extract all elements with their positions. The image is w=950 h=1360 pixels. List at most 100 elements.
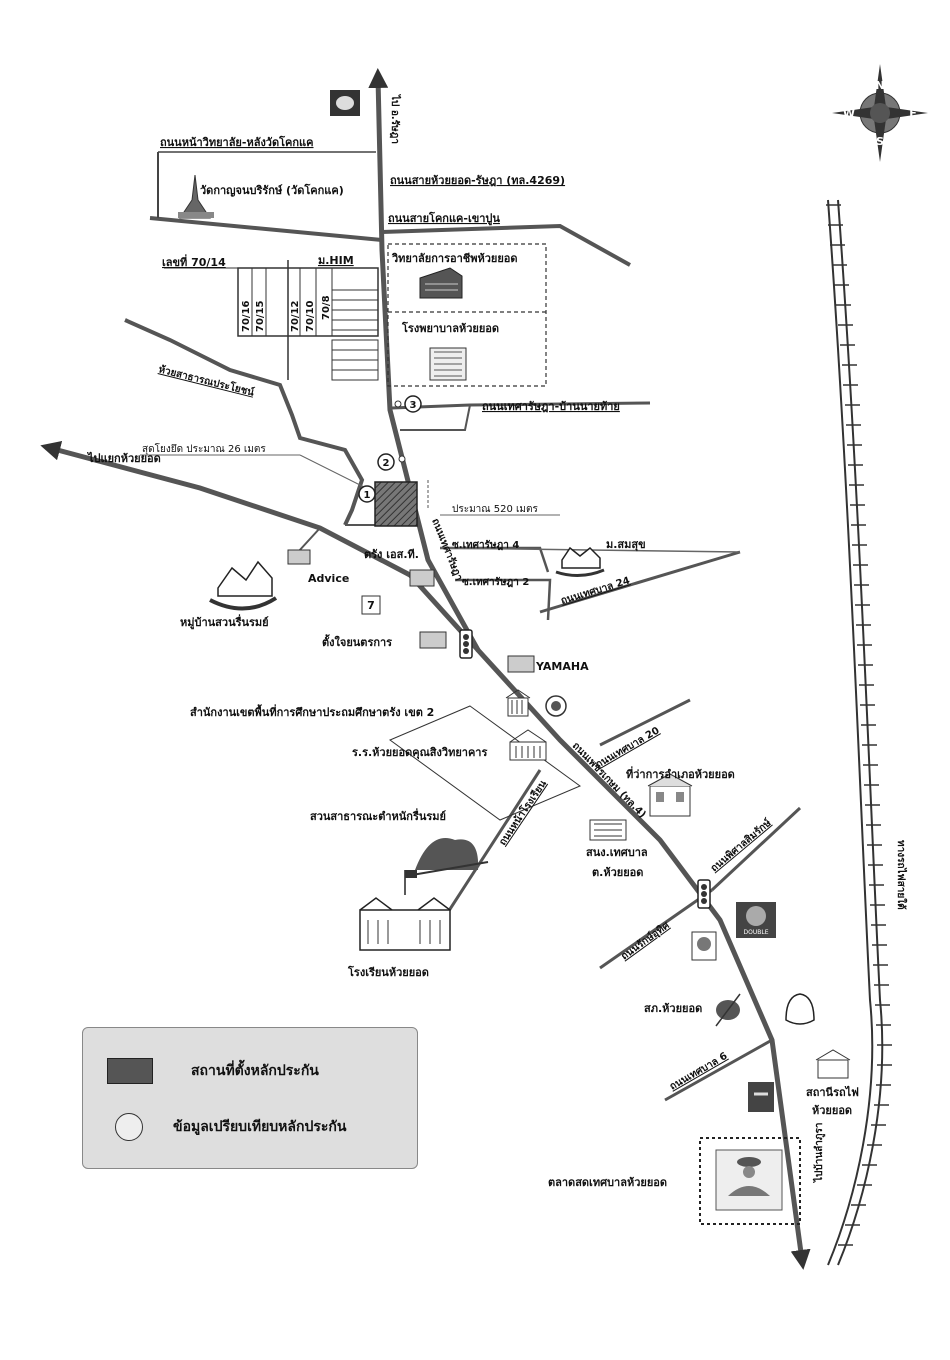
comparable-marker-1: 1 <box>358 485 376 503</box>
label-road-school: ถนนหน้าโรงเรียน <box>496 777 549 847</box>
traffic-light-icon-2 <box>697 879 711 909</box>
shop-icon-advice <box>287 549 311 565</box>
label-park: สวนสาธารณะตำหนักรื่นรมย์ <box>310 808 446 823</box>
park-icon <box>411 838 489 876</box>
station-icon <box>815 1049 851 1079</box>
label-mb-somsuk: ม.สมสุข <box>606 538 646 552</box>
shop-icon-yamaha <box>507 655 535 673</box>
label-school-ktk: ร.ร.ห้วยยอดคุณสิงวิทยาคาร <box>352 746 487 760</box>
label-college: วิทยาลัยการอาชีพห้วยยอด <box>391 252 517 265</box>
label-advice: Advice <box>308 572 349 585</box>
college-hospital-area <box>387 243 547 387</box>
label-to-yaek: ไปแยกห้วยยอด <box>86 451 161 465</box>
label-mb-suanrun: หมู่บ้านสวนรื่นรมย์ <box>180 614 269 630</box>
railway-track <box>826 199 892 1266</box>
market-area <box>699 1137 801 1225</box>
shop-icon-tangjai <box>419 631 447 649</box>
legend-comparable-circle <box>115 1113 143 1141</box>
legend-collateral-label: สถานที่ตั้งหลักประกัน <box>191 1063 319 1079</box>
label-wat: วัดกาญจนบริรักษ์ (วัดโคกแค) <box>200 183 344 197</box>
compass-rose: N S E W <box>832 64 928 162</box>
collateral-site <box>374 481 418 527</box>
house-icon-somsuk <box>555 546 605 577</box>
label-district-office: ที่ว่าการอำเภอห้วยยอด <box>626 766 735 781</box>
label-station-1: สถานีรถไฟ <box>806 1085 859 1099</box>
label-road-raksutit: ถนนรักษ์อุทิศ <box>619 919 672 962</box>
label-plot-c: 70/12 <box>290 300 301 332</box>
legend-comparable-row: ข้อมูลเปรียบเทียบหลักประกัน <box>107 1113 346 1141</box>
public-canal <box>124 318 365 526</box>
map-legend: สถานที่ตั้งหลักประกัน ข้อมูลเปรียบเทียบห… <box>82 1027 418 1169</box>
legend-collateral-row: สถานที่ตั้งหลักประกัน <box>107 1058 319 1084</box>
marker-2-label: 2 <box>383 458 390 469</box>
bank-top-icon <box>330 90 360 116</box>
label-to-ratsada: ไป อ.รัษฎา <box>389 94 402 144</box>
legend-collateral-swatch <box>107 1058 153 1084</box>
label-road-khokkhae-khaopun: ถนนสายโคกแค-เขาปูน <box>388 211 500 226</box>
label-road-college-watkhok: ถนนหน้าวิทยาลัย-หลังวัดโคกแค <box>160 135 314 149</box>
label-road-thetsarat-bannaithai: ถนนเทศารัษฎา-บ้านนายท้าย <box>482 400 620 413</box>
police-icon <box>715 993 741 1027</box>
label-road-huaiyot-ratsada: ถนนสายห้วยยอด-รัษฎา (ทล.4269) <box>390 174 565 187</box>
label-plot-b: 70/15 <box>255 300 266 332</box>
bank-double-icon: DOUBLE <box>736 902 776 938</box>
label-road-thetsaban-24: ถนนเทศบาล 24 <box>560 575 632 606</box>
seven-eleven-label: 7 <box>367 599 375 612</box>
label-hospital: โรงพยาบาลห้วยยอด <box>401 321 499 335</box>
district-office-icon <box>647 773 693 817</box>
school-ktk-icon <box>509 729 547 761</box>
label-market: ตลาดสดเทศบาลห้วยยอด <box>548 1176 667 1189</box>
label-road-wanarak: ถนนพิศาลสิมรักษ์ <box>708 817 774 875</box>
police-badge-icon <box>785 993 815 1025</box>
shop-icon-trang <box>409 569 435 587</box>
label-trang-est: ตรัง เอส.ที. <box>364 548 419 561</box>
label-dist-26: สุดโยงยึด ประมาณ 26 เมตร <box>142 442 266 455</box>
label-soi-2: ซ.เทศารัษฎา 2 <box>462 576 529 588</box>
road-wanarak <box>710 806 802 892</box>
label-dist-520: ประมาณ 520 เมตร <box>452 504 539 515</box>
school-hy-icon <box>359 870 451 951</box>
college-building-icon <box>419 267 463 299</box>
comparable-marker-2: 2 <box>377 453 395 471</box>
label-railway: ทางรถไฟสายใต้ <box>895 840 908 910</box>
main-road <box>368 68 811 1270</box>
label-plot-a: 70/16 <box>241 300 252 332</box>
traffic-light-icon-1 <box>459 629 473 659</box>
road-thetsaban-6 <box>664 1038 773 1102</box>
compass-s: S <box>876 135 884 148</box>
label-edu-office: สำนักงานเขตพื้นที่การศึกษาประถมศึกษาตรัง… <box>190 704 434 719</box>
label-school-hy: โรงเรียนห้วยยอด <box>347 965 429 979</box>
emblem-icon <box>545 695 567 717</box>
label-station-2: ห้วยยอด <box>812 1104 852 1117</box>
compass-e: E <box>909 107 917 120</box>
marker-3-label: 3 <box>410 400 417 411</box>
label-road-thetsaban-6: ถนนเทศบาล 6 <box>668 1051 729 1093</box>
label-soi-4: ซ.เทศารัษฎา 4 <box>452 539 519 551</box>
seven-eleven-icon: 7 <box>361 595 381 615</box>
comparable-marker-3: 3 <box>404 395 422 413</box>
label-canal: ห้วยสาธารณประโยชน์ <box>157 362 255 398</box>
municipal-office-icon <box>589 819 627 841</box>
parcel-block <box>164 260 379 381</box>
compass-n: N <box>875 79 884 92</box>
label-mb-him: ม.HIM <box>318 254 354 267</box>
hospital-building-icon <box>429 347 467 381</box>
school-area-outline <box>388 705 582 821</box>
marker-1-label: 1 <box>364 490 371 501</box>
label-yamaha: YAMAHA <box>535 660 589 673</box>
compass-w: W <box>843 107 855 120</box>
label-plot-d: 70/10 <box>305 300 316 332</box>
label-mun-office-1: สนง.เทศบาล <box>586 846 648 859</box>
soi-thetsarat-2 <box>455 578 552 621</box>
label-no-7014: เลขที่ 70/14 <box>162 254 226 269</box>
label-mun-office-2: ต.ห้วยยอด <box>592 866 643 879</box>
edu-office-icon <box>505 689 531 717</box>
temple-icon <box>178 174 214 219</box>
road-college-watkhok <box>149 216 383 242</box>
label-tangjai: ตั้งใจยนตรการ <box>322 634 392 649</box>
gov-emblem-icon <box>691 931 717 961</box>
bank-double-label: DOUBLE <box>744 929 769 936</box>
road-raksutit <box>599 888 713 970</box>
road-huaiyot-ratsada <box>381 223 631 267</box>
